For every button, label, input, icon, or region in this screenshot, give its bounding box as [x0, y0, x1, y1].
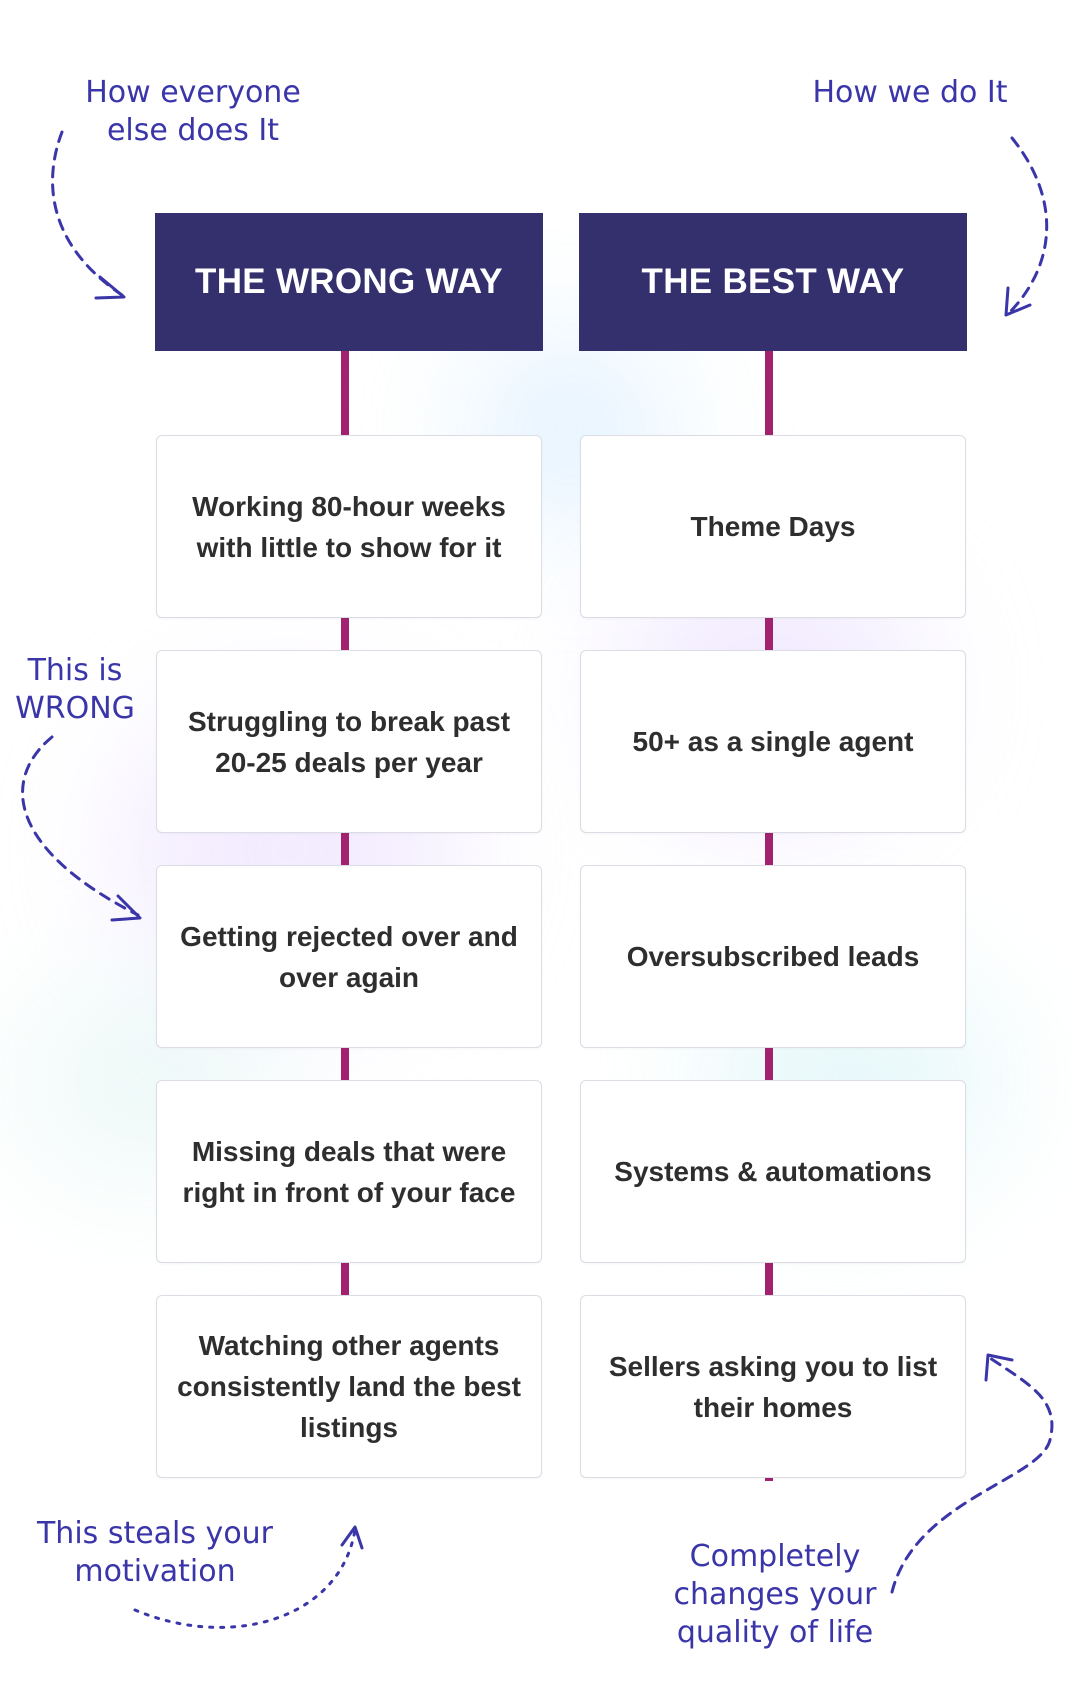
- dashed-arrow-icon: [1008, 136, 1049, 314]
- best-way-card: Oversubscribed leads: [580, 865, 966, 1048]
- wrong-way-card: Missing deals that were right in front o…: [156, 1080, 542, 1263]
- annotation-top-left: How everyone else does It: [78, 74, 308, 150]
- annotation-top-right: How we do It: [800, 74, 1020, 112]
- arrowhead-icon: [110, 894, 142, 922]
- arrowhead-icon: [984, 1353, 1014, 1382]
- annotation-line: This is: [27, 653, 123, 688]
- annotation-line: WRONG: [15, 691, 135, 726]
- card-text: Sellers asking you to list their homes: [608, 1350, 938, 1423]
- annotation-bottom-left: This steals your motivation: [20, 1515, 290, 1591]
- wrong-way-card: Watching other agents consistently land …: [156, 1295, 542, 1478]
- annotation-mid-left: This is WRONG: [10, 652, 140, 728]
- card-text: Watching other agents consistently land …: [177, 1330, 521, 1443]
- card-text: Theme Days: [690, 511, 856, 542]
- dashed-arrow-icon: [51, 130, 124, 297]
- card-text: 50+ as a single agent: [632, 726, 914, 757]
- annotation-bottom-right: Completely changes your quality of life: [660, 1538, 890, 1652]
- best-way-header: THE BEST WAY: [579, 213, 967, 351]
- annotation-line: Completely: [689, 1539, 861, 1574]
- annotation-line: changes your: [673, 1577, 877, 1612]
- annotation-line: How everyone: [85, 75, 301, 110]
- arrowhead-icon: [1004, 286, 1032, 317]
- arrowhead-icon: [340, 1525, 364, 1550]
- card-text: Working 80-hour weeks with little to sho…: [192, 490, 506, 563]
- best-way-card: Theme Days: [580, 435, 966, 618]
- wrong-way-card: Struggling to break past 20-25 deals per…: [156, 650, 542, 833]
- wrong-way-card: Working 80-hour weeks with little to sho…: [156, 435, 542, 618]
- card-text: Oversubscribed leads: [626, 941, 920, 972]
- annotation-line: quality of life: [676, 1615, 874, 1650]
- annotation-line: This steals your: [36, 1516, 274, 1551]
- card-text: Systems & automations: [614, 1156, 932, 1187]
- annotation-line: motivation: [74, 1554, 236, 1589]
- best-way-title: THE BEST WAY: [641, 262, 905, 301]
- best-way-card: Sellers asking you to list their homes: [580, 1295, 966, 1478]
- wrong-way-card: Getting rejected over and over again: [156, 865, 542, 1048]
- card-text: Struggling to break past 20-25 deals per…: [187, 705, 511, 778]
- arrowhead-icon: [94, 275, 126, 300]
- wrong-way-header: THE WRONG WAY: [155, 213, 543, 351]
- wrong-way-title: THE WRONG WAY: [195, 262, 503, 301]
- best-way-card: Systems & automations: [580, 1080, 966, 1263]
- best-way-card: 50+ as a single agent: [580, 650, 966, 833]
- card-text: Missing deals that were right in front o…: [182, 1135, 516, 1208]
- card-text: Getting rejected over and over again: [180, 920, 518, 993]
- annotation-line: else does It: [106, 113, 280, 148]
- dashed-arrow-icon: [21, 735, 140, 917]
- annotation-line: How we do It: [812, 75, 1008, 110]
